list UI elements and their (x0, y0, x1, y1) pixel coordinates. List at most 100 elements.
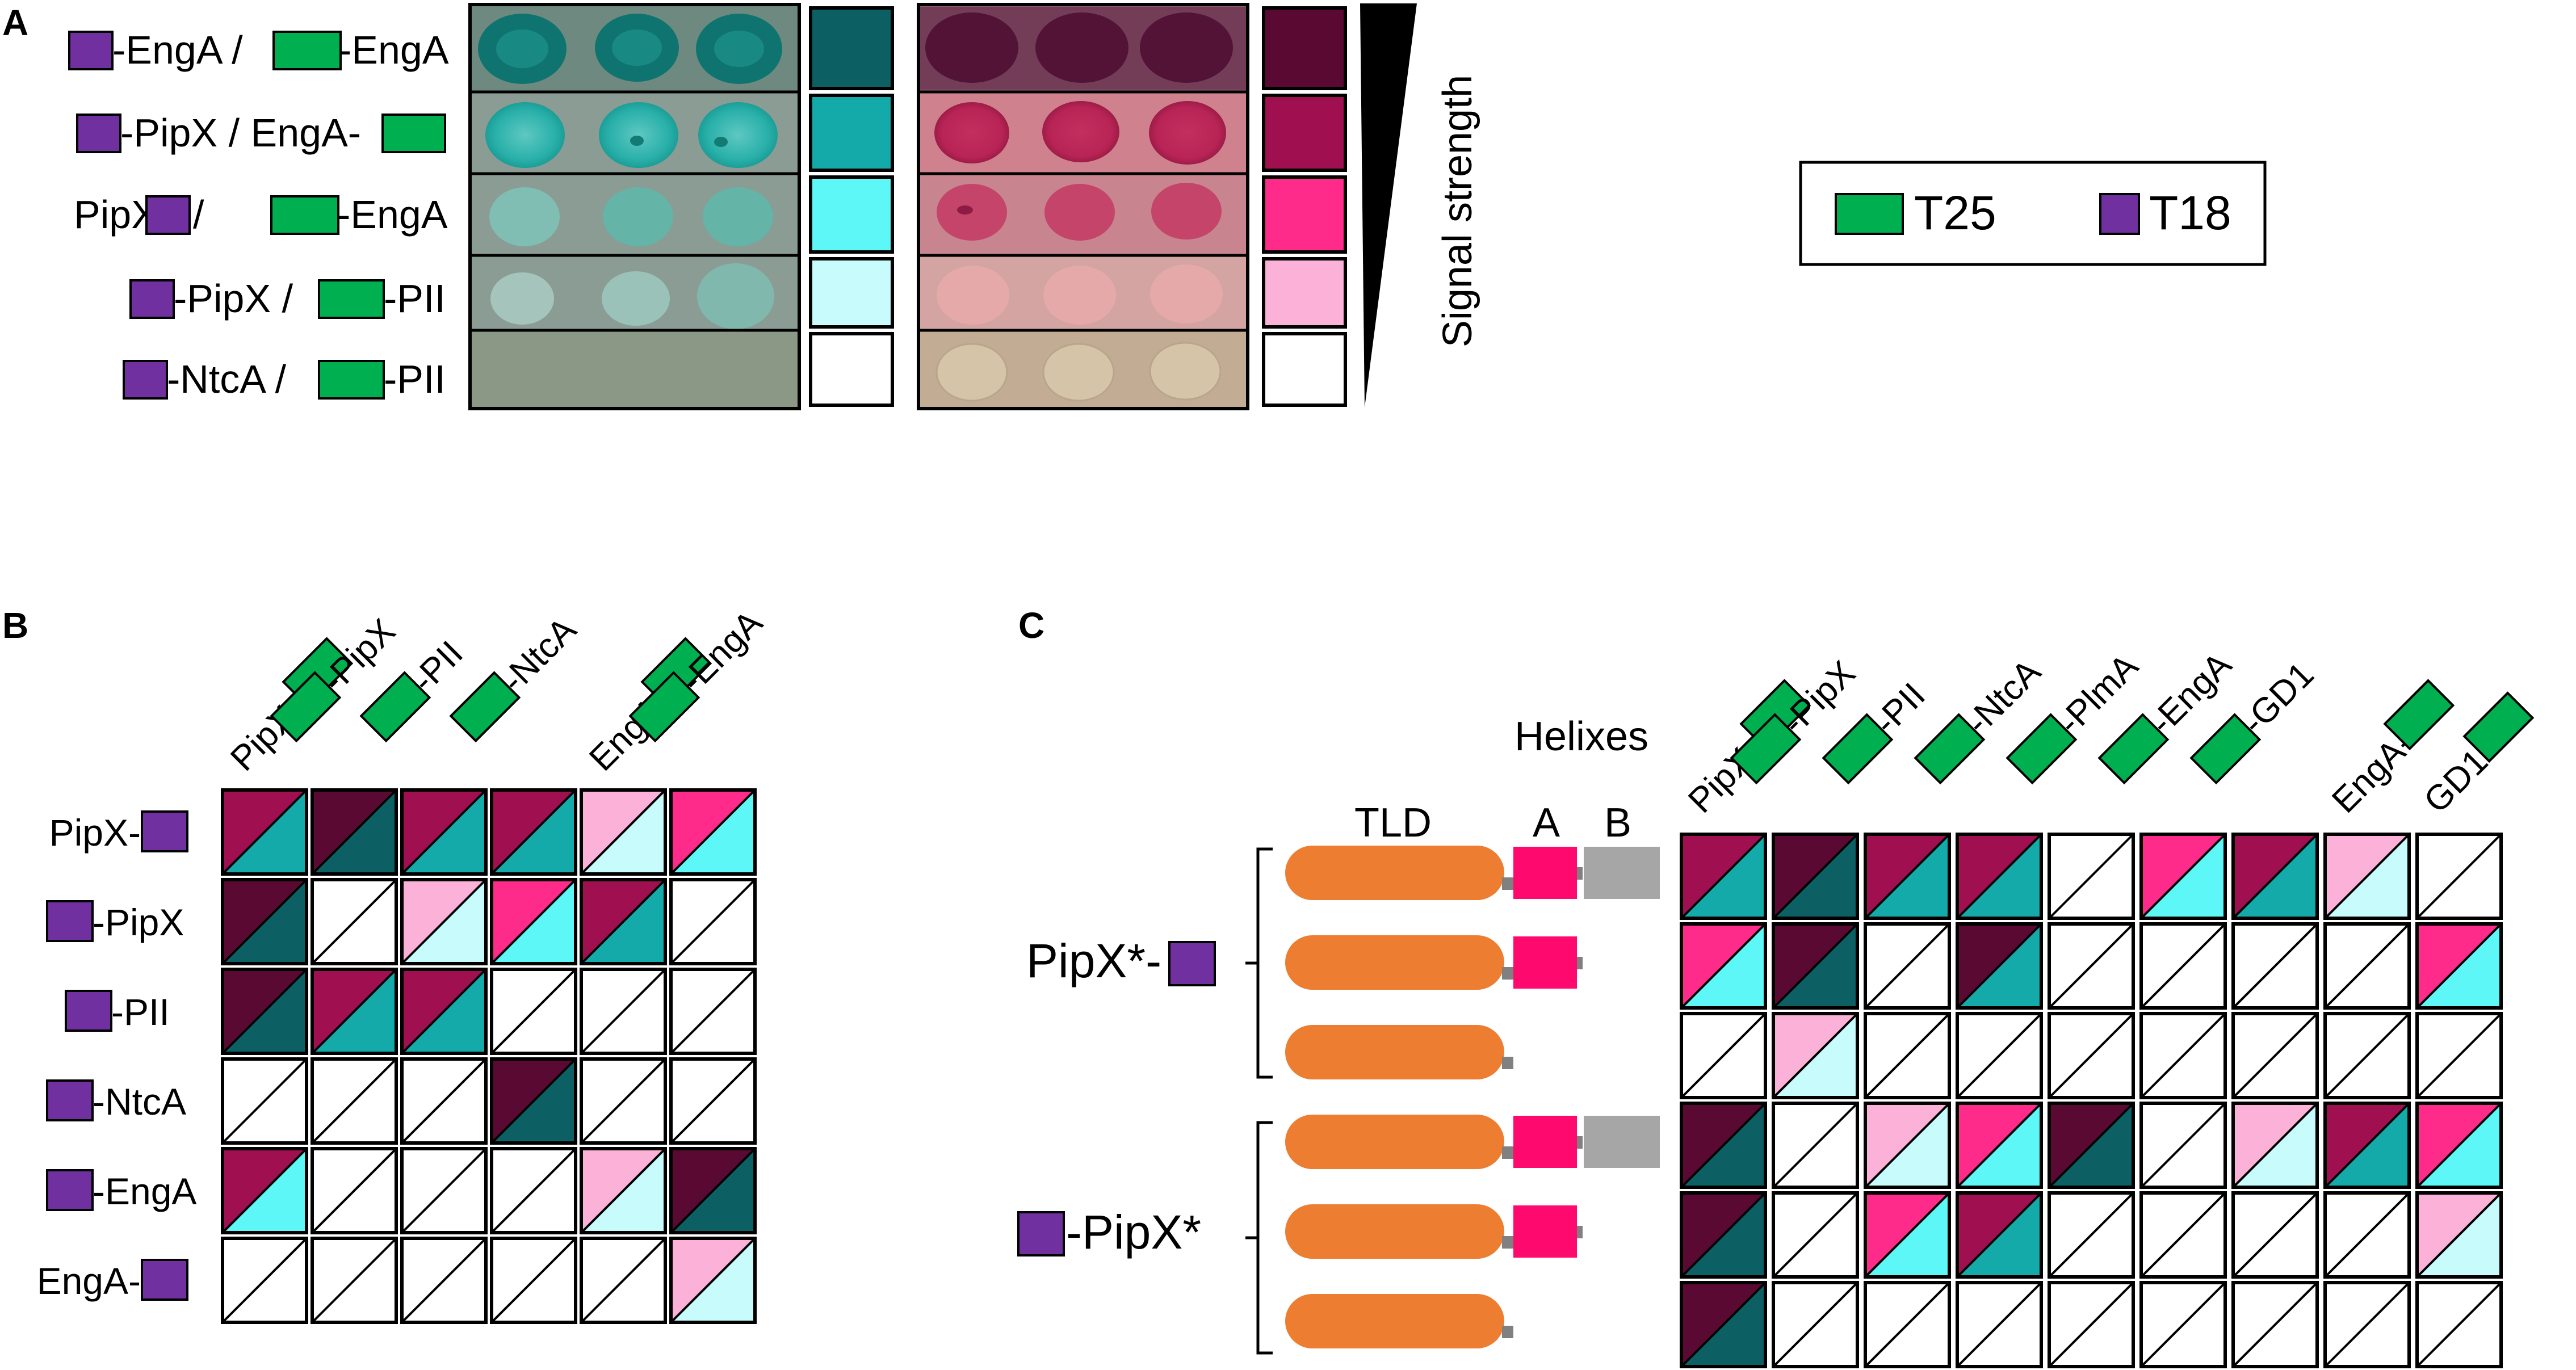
interaction-cell (580, 1147, 667, 1234)
cell-diagonal (2048, 1192, 2134, 1278)
cell-diagonal (1956, 833, 2042, 919)
cell-diagonal (490, 1237, 577, 1323)
row-label-text: -EngA (93, 1170, 196, 1212)
t18-tag-square (141, 1259, 188, 1301)
linker-stub (1502, 1236, 1513, 1249)
interaction-cell (1864, 922, 1951, 1010)
interaction-cell (669, 878, 757, 965)
row-label-text: -PipX (93, 901, 184, 943)
linker-stub (1502, 1326, 1513, 1338)
cell-diagonal (2416, 923, 2502, 1009)
blue-key-swatch (809, 6, 894, 90)
linker-stub (1577, 1136, 1583, 1149)
cell-diagonal (1772, 1012, 1858, 1099)
red-key-swatch (1262, 175, 1347, 254)
interaction-cell (490, 1057, 577, 1145)
cell-border (580, 788, 667, 876)
helix-b-block (1584, 1116, 1660, 1168)
cell-border (580, 1057, 667, 1145)
interaction-cell (2048, 922, 2135, 1010)
interaction-cell (1864, 1191, 1951, 1279)
cell-diagonal (1864, 1192, 1950, 1278)
interaction-cell (580, 1057, 667, 1145)
cell-border (1956, 1191, 2043, 1279)
cell-border (1772, 1012, 1859, 1099)
t25-tag-square (2189, 713, 2262, 785)
cell-border (221, 1057, 308, 1145)
cell-diagonal (580, 968, 666, 1054)
t25-tag-square (2097, 713, 2170, 785)
cell-border (2415, 1191, 2503, 1279)
group-bracket (1256, 1121, 1273, 1355)
cell-border (2415, 1281, 2503, 1368)
interaction-cell (311, 968, 398, 1055)
t25-tag-square (381, 114, 446, 153)
row-label: -NtcA (46, 1079, 186, 1123)
t18-tag-square (46, 1079, 94, 1121)
cell-border (1864, 1102, 1951, 1189)
row-label-middle: -EngA / (112, 28, 243, 72)
cell-border (1772, 1281, 1859, 1368)
row-label-suffix: -EngA (338, 28, 449, 72)
cell-border (1772, 833, 1859, 920)
interaction-cell (2048, 1102, 2135, 1189)
interaction-cell (2231, 833, 2319, 920)
blue-key-swatch (809, 175, 894, 254)
cell-border (400, 1147, 488, 1234)
interaction-cell (580, 878, 667, 965)
cell-border (2415, 1102, 2503, 1189)
helix-a-label: A (1533, 800, 1560, 846)
row-label-suffix: -PII (384, 357, 446, 401)
interaction-cell (1864, 833, 1951, 920)
panel-c-constructs (1285, 846, 1660, 1348)
linker-stub (1577, 867, 1583, 880)
cell-diagonal (1680, 923, 1767, 1009)
cell-diagonal (311, 879, 397, 965)
panel-a-row-label-3: PipX- / -EngA (74, 192, 448, 237)
cell-diagonal (580, 1237, 666, 1323)
xgal-spot (490, 272, 554, 325)
cell-diagonal (2140, 1281, 2226, 1368)
cell-diagonal (2140, 1102, 2226, 1188)
interaction-cell (490, 968, 577, 1055)
interaction-cell (1864, 1102, 1951, 1189)
t25-tag-square (449, 671, 521, 743)
pipx-construct (1285, 935, 1583, 990)
legend-t18-swatch (2099, 193, 2140, 235)
interaction-cell (1956, 1102, 2043, 1189)
cell-diagonal (401, 968, 487, 1054)
cell-border (490, 1147, 577, 1234)
red-key-swatch (1262, 94, 1347, 172)
cell-diagonal (221, 1058, 308, 1144)
helix-b-label: B (1604, 800, 1631, 846)
interaction-cell (221, 1147, 308, 1234)
cell-border (2231, 1012, 2319, 1099)
row-label: -PII (65, 990, 170, 1033)
cell-diagonal (221, 789, 308, 875)
cell-border (400, 788, 488, 876)
cell-border (2231, 1281, 2319, 1368)
panel-letter-c: C (1018, 605, 1044, 646)
interaction-cell (580, 788, 667, 876)
helix-a-block (1513, 1116, 1577, 1168)
cell-diagonal (1680, 1102, 1767, 1188)
row-label-middle: -NtcA / (167, 357, 287, 401)
interaction-cell (2323, 833, 2411, 920)
cell-border (400, 968, 488, 1055)
panel-a-row-label-1: -EngA / -EngA (68, 28, 449, 72)
cell-border (221, 968, 308, 1055)
interaction-cell (1864, 1281, 1951, 1368)
linker-stub (1577, 957, 1583, 969)
cell-border (1772, 1191, 1859, 1279)
legend-t25-swatch (1835, 193, 1904, 235)
panel-c-interaction-grid (1680, 833, 2503, 1368)
cell-diagonal (401, 1058, 487, 1144)
cell-diagonal (1864, 833, 1950, 919)
interaction-cell (2139, 1102, 2227, 1189)
interaction-cell (2231, 1281, 2319, 1368)
cell-diagonal (221, 968, 308, 1054)
interaction-cell (1680, 1191, 1767, 1279)
cell-border (2048, 1102, 2135, 1189)
cell-border (1956, 1012, 2043, 1099)
